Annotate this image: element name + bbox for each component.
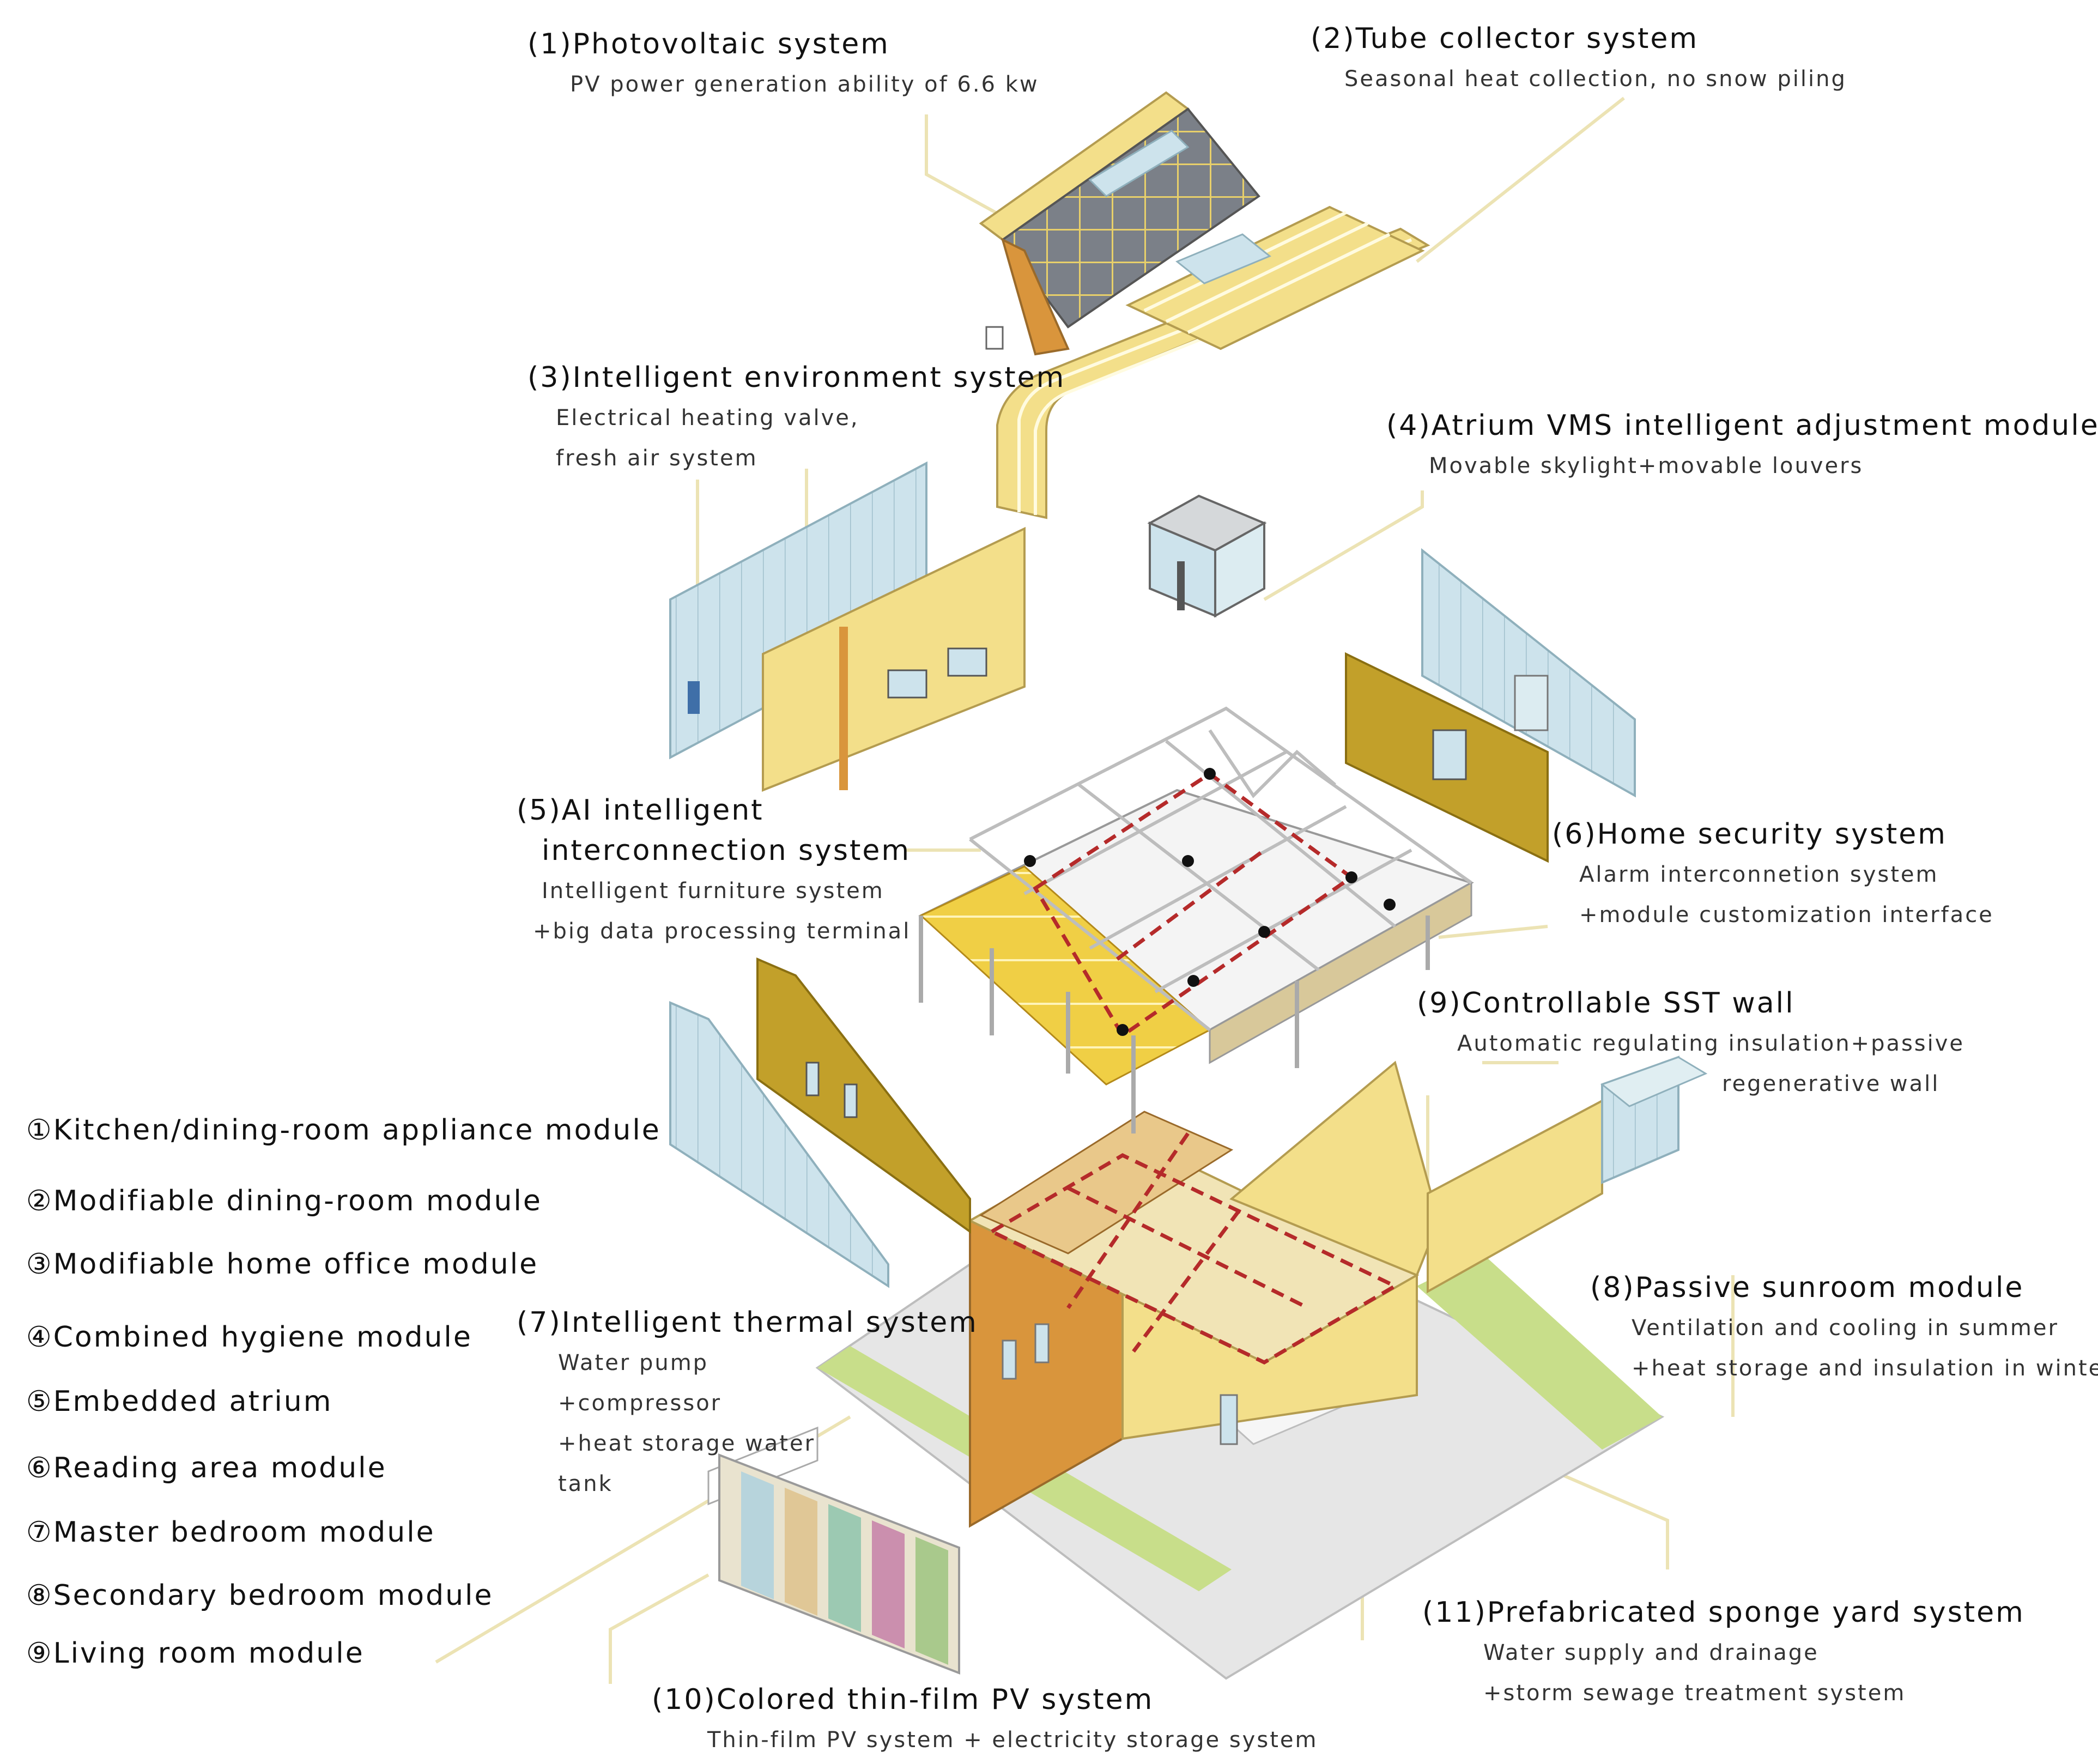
module-number: ④ (26, 1321, 53, 1354)
module-item: ②Modifiable dining-room module (26, 1185, 542, 1217)
system-desc: Intelligent furniture system (542, 878, 884, 904)
system-desc: +module customization interface (1579, 902, 1994, 928)
system-desc: Electrical heating valve, (556, 405, 859, 431)
system-desc: +heat storage water (558, 1431, 816, 1456)
system-title: (3)Intelligent environment system (527, 361, 1066, 394)
module-label: Kitchen/dining-room appliance module (53, 1114, 661, 1147)
system-colored-thin-film-pv: (10)Colored thin-film PV system Thin-fil… (652, 1680, 1318, 1760)
ground-floor-volume (967, 1060, 1440, 1528)
module-item: ⑦Master bedroom module (26, 1516, 435, 1549)
system-desc: tank (558, 1471, 613, 1496)
photovoltaic-roof (979, 91, 1271, 356)
system-title: (2)Tube collector system (1311, 22, 1699, 55)
system-home-security: (6)Home security system Alarm interconne… (1552, 814, 1994, 935)
module-number: ① (26, 1114, 53, 1147)
module-number: ② (26, 1185, 53, 1217)
module-item: ③Modifiable home office module (26, 1248, 538, 1281)
system-desc: Alarm interconnetion system (1579, 862, 1939, 887)
colored-thin-film-pv (718, 1453, 960, 1675)
system-desc: +compressor (558, 1391, 722, 1416)
system-intelligent-thermal: (7)Intelligent thermal system Water pump… (517, 1302, 978, 1504)
system-desc: Water pump (558, 1350, 709, 1375)
module-label: Living room module (53, 1637, 365, 1670)
system-title: (1)Photovoltaic system (527, 28, 890, 60)
system-sponge-yard: (11)Prefabricated sponge yard system Wat… (1422, 1592, 2025, 1713)
system-desc: regenerative wall (1722, 1071, 1940, 1096)
system-title: (4)Atrium VMS intelligent adjustment mod… (1386, 409, 2098, 442)
system-photovoltaic: (1)Photovoltaic system PV power generati… (527, 24, 1039, 105)
ai-interconnection-frame (918, 706, 1475, 1133)
atrium-vms-module (1147, 494, 1267, 618)
system-desc: Water supply and drainage (1483, 1640, 1819, 1665)
module-number: ⑨ (26, 1637, 53, 1670)
system-desc: fresh air system (556, 446, 758, 471)
module-label: Embedded atrium (53, 1385, 333, 1418)
module-item: ①Kitchen/dining-room appliance module (26, 1114, 661, 1147)
system-controllable-sst-wall: (9)Controllable SST wall Automatic regul… (1417, 983, 1964, 1104)
system-desc: Ventilation and cooling in summer (1632, 1316, 2059, 1341)
module-number: ⑦ (26, 1516, 53, 1549)
system-intelligent-environment: (3)Intelligent environment system Electr… (527, 357, 1065, 478)
tube-collector-roof (996, 205, 1430, 519)
system-ai-interconnection: (5)AI intelligent interconnection system… (517, 790, 911, 951)
system-passive-sunroom: (8)Passive sunroom module Ventilation an… (1590, 1268, 2098, 1389)
system-title: (6)Home security system (1552, 818, 1947, 851)
module-item: ④Combined hygiene module (26, 1321, 472, 1354)
system-title-2: interconnection system (542, 834, 911, 867)
environment-wall-panels (669, 461, 1026, 792)
system-title: (11)Prefabricated sponge yard system (1422, 1596, 2025, 1629)
module-label: Combined hygiene module (53, 1321, 472, 1354)
module-item: ⑨Living room module (26, 1637, 365, 1670)
module-label: Modifiable home office module (53, 1248, 539, 1281)
module-item: ⑧Secondary bedroom module (26, 1579, 493, 1612)
module-label: Master bedroom module (53, 1516, 435, 1549)
module-number: ⑤ (26, 1385, 53, 1418)
module-label: Modifiable dining-room module (53, 1185, 542, 1217)
module-label: Reading area module (53, 1452, 387, 1484)
module-item: ⑥Reading area module (26, 1452, 387, 1484)
security-wall-panels (1345, 548, 1636, 863)
system-desc: +big data processing terminal (533, 919, 911, 944)
system-title: (10)Colored thin-film PV system (652, 1683, 1154, 1716)
system-title: (9)Controllable SST wall (1417, 987, 1795, 1020)
module-number: ⑥ (26, 1452, 53, 1484)
system-atrium-vms: (4)Atrium VMS intelligent adjustment mod… (1386, 405, 2098, 486)
module-item: ⑤Embedded atrium (26, 1385, 332, 1418)
system-title: (5)AI intelligent (517, 794, 764, 827)
system-desc: Thin-film PV system + electricity storag… (707, 1727, 1318, 1753)
module-number: ③ (26, 1248, 53, 1281)
system-desc: Seasonal heat collection, no snow piling (1344, 66, 1847, 92)
system-desc: Automatic regulating insulation+passive (1457, 1031, 1965, 1056)
system-desc: Movable skylight+movable louvers (1429, 453, 1864, 478)
module-number: ⑧ (26, 1579, 53, 1612)
left-wall-panels (669, 957, 971, 1288)
system-tube-collector: (2)Tube collector system Seasonal heat c… (1311, 19, 1847, 99)
system-title: (8)Passive sunroom module (1590, 1271, 2024, 1304)
system-desc: +storm sewage treatment system (1483, 1681, 1906, 1706)
module-label: Secondary bedroom module (53, 1579, 494, 1612)
system-desc: PV power generation ability of 6.6 kw (570, 72, 1039, 97)
system-title: (7)Intelligent thermal system (517, 1306, 978, 1339)
sunroom-module (1427, 1056, 1708, 1294)
system-desc: +heat storage and insulation in winter (1632, 1356, 2098, 1381)
